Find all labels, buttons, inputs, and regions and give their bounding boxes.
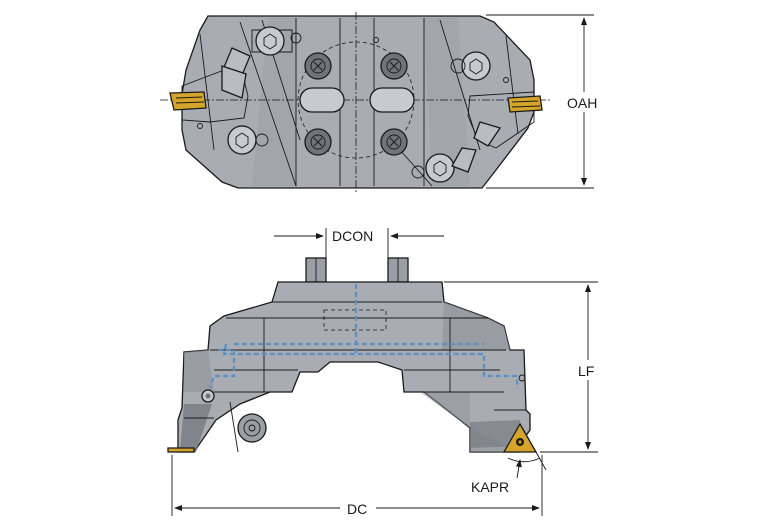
lf-label: LF [578,363,594,379]
slot-right [369,87,415,113]
side-screw [237,413,267,443]
socket-screw [304,52,332,80]
kapr-label: KAPR [471,479,509,495]
top-view [160,12,594,194]
dc-label: DC [347,501,367,517]
dcon-label: DCON [332,228,373,244]
insert-left [169,91,207,111]
insert-right [507,95,543,113]
right-pocket [467,91,535,149]
slot-left [299,87,345,113]
oah-label: OAH [567,95,597,111]
side-view [167,228,598,516]
side-body [177,281,531,453]
